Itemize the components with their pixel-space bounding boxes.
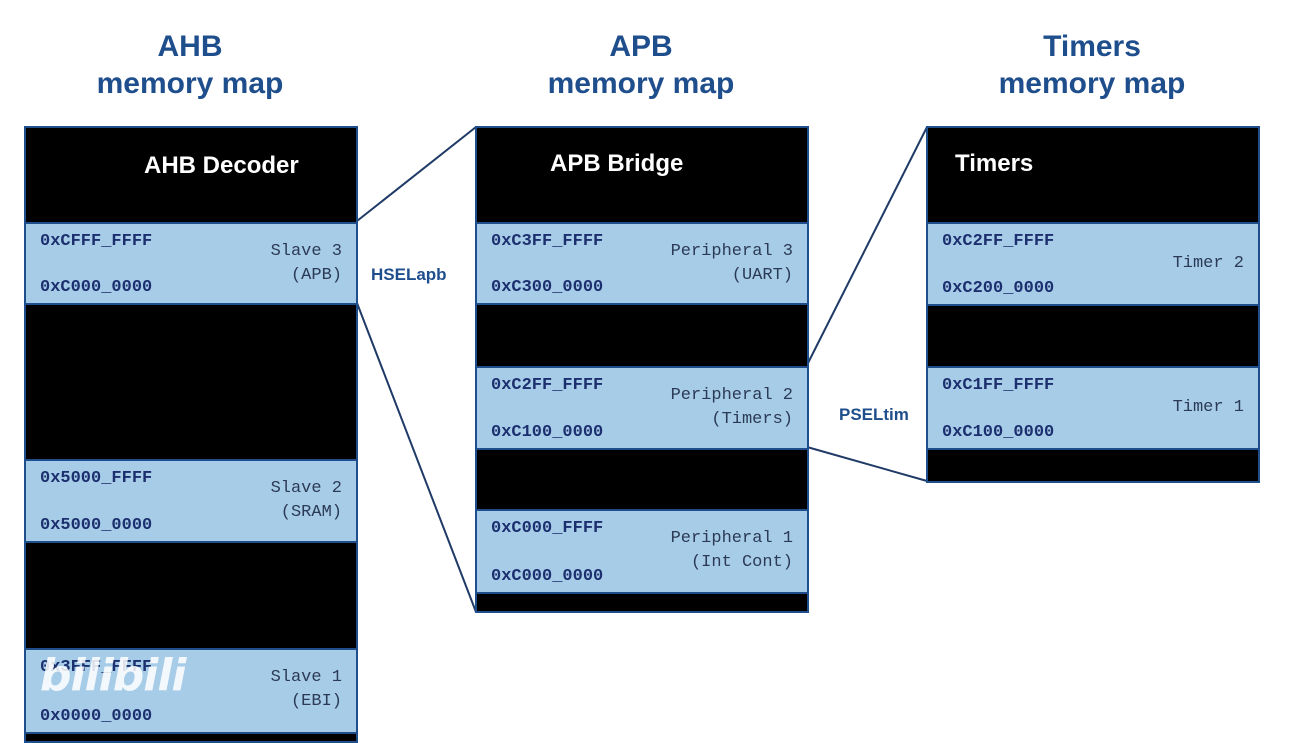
slave3-low-address: 0xC000_0000 (40, 278, 153, 297)
ahb-region-slave3: 0xCFFF_FFFF 0xC000_0000 Slave 3 (APB) (26, 222, 356, 305)
peripheral3-sublabel: (UART) (731, 266, 793, 285)
peripheral1-high-address: 0xC000_FFFF (491, 519, 604, 538)
slave2-label: Slave 2 (270, 479, 342, 498)
peripheral2-name: Peripheral 2 (Timers) (671, 384, 793, 432)
connector-apb-timers-top (806, 126, 928, 366)
apb-title-line2: memory map (547, 67, 735, 100)
slave2-high-address: 0x5000_FFFF (40, 469, 153, 488)
connector-ahb-apb-bottom (356, 302, 477, 613)
slave1-high-address: 0x3FFF_FFFF (40, 658, 153, 677)
peripheral2-high-address: 0xC2FF_FFFF (491, 376, 604, 395)
timers-label: Timers (955, 150, 1034, 177)
apb-bridge-label: APB Bridge (550, 150, 684, 177)
slave2-low-address: 0x5000_0000 (40, 516, 153, 535)
slave1-label: Slave 1 (270, 668, 342, 687)
ahb-region-slave2: 0x5000_FFFF 0x5000_0000 Slave 2 (SRAM) (26, 459, 356, 543)
slave3-name: Slave 3 (APB) (271, 240, 342, 288)
apb-memory-map: APB Bridge 0xC3FF_FFFF 0xC300_0000 Perip… (475, 126, 809, 613)
timers-title-line2: memory map (998, 67, 1186, 100)
apb-title-line1: APB (609, 30, 673, 63)
peripheral2-sublabel: (Timers) (711, 410, 793, 429)
ahb-title-line2: memory map (96, 67, 284, 100)
slave1-low-address: 0x0000_0000 (40, 707, 153, 726)
peripheral2-label: Peripheral 2 (670, 386, 793, 405)
hselapb-signal-label: HSELapb (371, 265, 447, 284)
peripheral3-low-address: 0xC300_0000 (491, 278, 604, 297)
connector-ahb-apb-top (356, 126, 477, 222)
timers-title-line1: Timers (1043, 30, 1141, 63)
ahb-region-slave1: 0x3FFF_FFFF 0x0000_0000 Slave 1 (EBI) (26, 648, 356, 734)
ahb-title-line1: AHB (157, 30, 223, 63)
timer1-high-address: 0xC1FF_FFFF (942, 376, 1055, 395)
apb-region-peripheral3: 0xC3FF_FFFF 0xC300_0000 Peripheral 3 (UA… (477, 222, 807, 305)
pseltim-signal-label: PSELtim (839, 405, 909, 424)
ahb-map-title: AHB memory map (20, 28, 360, 102)
ahb-memory-map: AHB Decoder 0xCFFF_FFFF 0xC000_0000 Slav… (24, 126, 358, 743)
timers-memory-map: Timers 0xC2FF_FFFF 0xC200_0000 Timer 2 0… (926, 126, 1260, 483)
slave3-high-address: 0xCFFF_FFFF (40, 232, 153, 251)
peripheral3-label: Peripheral 3 (670, 242, 793, 261)
peripheral1-name: Peripheral 1 (Int Cont) (671, 527, 793, 575)
timers-map-title: Timers memory map (922, 28, 1262, 102)
slave2-sublabel: (SRAM) (280, 503, 342, 522)
timers-region-timer2: 0xC2FF_FFFF 0xC200_0000 Timer 2 (928, 222, 1258, 306)
peripheral1-low-address: 0xC000_0000 (491, 567, 604, 586)
timer2-name: Timer 2 (1172, 254, 1244, 273)
peripheral3-name: Peripheral 3 (UART) (671, 240, 793, 288)
peripheral2-low-address: 0xC100_0000 (491, 423, 604, 442)
bilibili-watermark: bilibili (40, 650, 186, 701)
apb-region-peripheral2: 0xC2FF_FFFF 0xC100_0000 Peripheral 2 (Ti… (477, 366, 807, 450)
apb-region-peripheral1: 0xC000_FFFF 0xC000_0000 Peripheral 1 (In… (477, 509, 807, 594)
slave1-name: Slave 1 (EBI) (271, 666, 342, 714)
ahb-decoder-label: AHB Decoder (144, 152, 299, 179)
timer2-low-address: 0xC200_0000 (942, 279, 1055, 298)
peripheral1-label: Peripheral 1 (670, 529, 793, 548)
slave2-name: Slave 2 (SRAM) (271, 477, 342, 525)
peripheral1-sublabel: (Int Cont) (690, 553, 793, 572)
connector-apb-timers-bottom (806, 446, 928, 482)
slave3-label: Slave 3 (270, 242, 342, 261)
peripheral3-high-address: 0xC3FF_FFFF (491, 232, 604, 251)
timers-region-timer1: 0xC1FF_FFFF 0xC100_0000 Timer 1 (928, 366, 1258, 450)
timer1-name: Timer 1 (1172, 398, 1244, 417)
timer2-high-address: 0xC2FF_FFFF (942, 232, 1055, 251)
timer1-low-address: 0xC100_0000 (942, 423, 1055, 442)
apb-map-title: APB memory map (471, 28, 811, 102)
slave1-sublabel: (EBI) (290, 692, 342, 711)
slave3-sublabel: (APB) (290, 266, 342, 285)
